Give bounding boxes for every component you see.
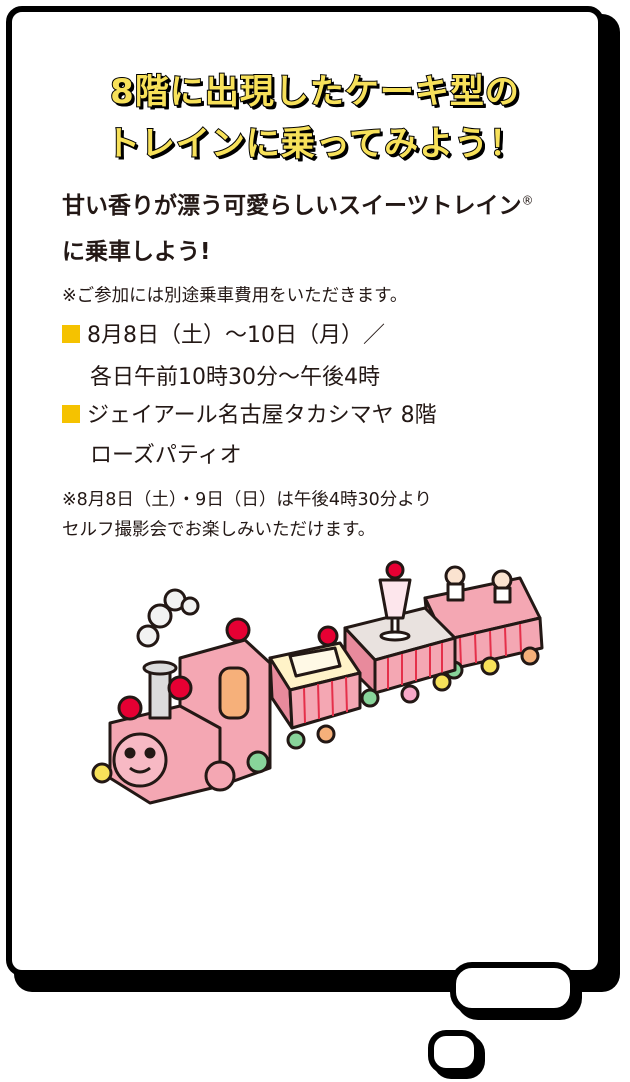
locomotive — [91, 588, 272, 805]
venue: ジェイアール名古屋タカシマヤ 8階 — [62, 402, 437, 431]
lead-line-2: に乗車しよう! — [62, 239, 211, 265]
schedule-date-text: 8月8日（土）〜10日（月）／ — [87, 323, 385, 348]
cake-car — [268, 625, 362, 750]
page-title-line-2: トレインに乗ってみよう！ — [105, 123, 525, 165]
lead-text: 甘い香りが漂う可愛らしいスイーツトレイン — [62, 193, 522, 219]
page-title-line-1: 8階に出現したケーキ型の — [109, 71, 520, 113]
venue-text: ジェイアール名古屋タカシマヤ 8階 — [87, 403, 437, 428]
schedule-time: 各日午前10時30分〜午後4時 — [90, 365, 380, 390]
photo-note-line-1: ※8月8日（土）・9日（日）は午後4時30分より — [62, 490, 432, 510]
fee-note: ※ご参加には別途乗車費用をいただきます。 — [62, 286, 408, 306]
schedule-date: 8月8日（土）〜10日（月）／ — [62, 322, 385, 351]
venue-line-2: ローズパティオ — [90, 443, 242, 468]
bullet-square-icon — [62, 405, 80, 423]
lead-line-1: 甘い香りが漂う可愛らしいスイーツトレイン® — [62, 186, 534, 220]
registered-mark: ® — [521, 193, 534, 208]
parfait-car — [343, 560, 457, 708]
bubble-tail-small — [428, 1030, 480, 1074]
photo-note-line-2: セルフ撮影会でお楽しみいただけます。 — [62, 520, 376, 540]
speech-bubble-frame — [6, 6, 604, 976]
cake-train-illustration-icon — [91, 560, 544, 805]
bubble-tail-large — [450, 962, 576, 1014]
bullet-square-icon — [62, 325, 80, 343]
